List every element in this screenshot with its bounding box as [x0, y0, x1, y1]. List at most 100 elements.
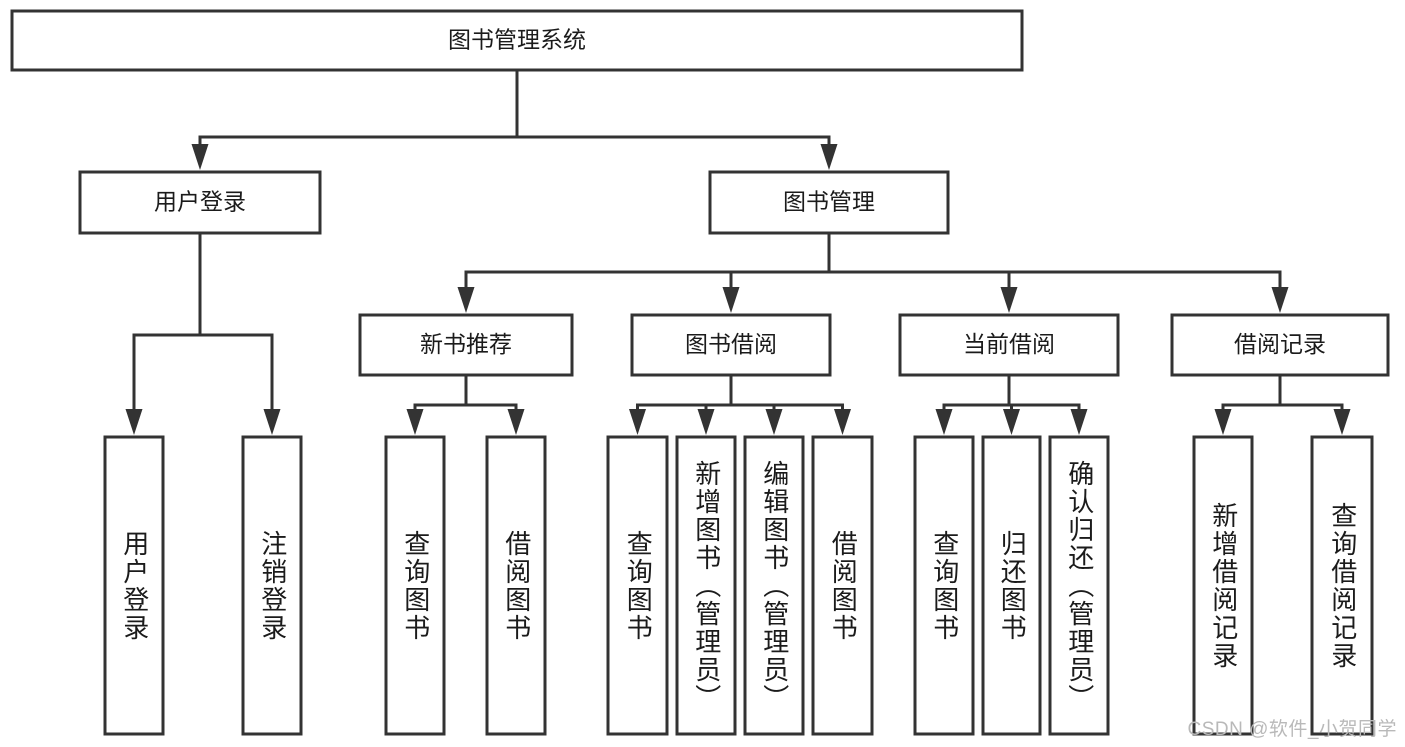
arrow-head-icon: [697, 409, 715, 435]
arrow-head-icon: [629, 409, 646, 435]
node-label-leaf-query-record: 查询借阅记录: [1327, 501, 1358, 670]
node-user-login[interactable]: 用户登录: [78, 170, 322, 235]
node-label-leaf-query-book-3: 查询图书: [929, 529, 960, 642]
node-label-leaf-query-book-1: 查询图书: [400, 529, 431, 642]
node-box-root[interactable]: [10, 9, 1024, 72]
node-label-root: 图书管理系统: [448, 27, 586, 53]
arrow-head-icon: [191, 144, 209, 170]
node-box-book-borrow[interactable]: [630, 313, 832, 377]
arrow-head-icon: [935, 409, 953, 435]
node-label-wrap-leaf-confirm-return: 确认归还（管理员）: [1050, 437, 1108, 734]
node-label-leaf-borrow-book-1: 借阅图书: [501, 529, 532, 642]
connector-edge-recommend-bus: [406, 373, 525, 435]
arrow-head-icon: [1000, 287, 1018, 313]
node-label-leaf-return-book: 归还图书: [997, 529, 1028, 642]
arrow-head-icon: [263, 409, 281, 435]
arrow-head-icon: [457, 287, 475, 313]
node-box-book-manage[interactable]: [708, 170, 950, 235]
connector-edge-borrow-bus: [629, 373, 851, 435]
node-leaf-user-login[interactable]: [103, 435, 165, 736]
node-root[interactable]: 图书管理系统: [10, 9, 1024, 72]
node-leaf-query-book-1[interactable]: [384, 435, 446, 736]
node-label-wrap-leaf-user-login: 用户登录: [105, 437, 163, 734]
node-box-leaf-borrow-book-2[interactable]: [811, 435, 874, 736]
node-box-leaf-query-record[interactable]: [1310, 435, 1374, 736]
connector-edge-book-manage-bus: [457, 231, 1289, 313]
arrow-head-icon: [406, 409, 424, 435]
node-box-leaf-borrow-book-1[interactable]: [485, 435, 547, 736]
arrow-head-icon: [507, 409, 525, 435]
node-label-wrap-leaf-query-record: 查询借阅记录: [1312, 437, 1372, 734]
node-box-borrow-record[interactable]: [1170, 313, 1390, 377]
node-book-manage[interactable]: 图书管理: [708, 170, 950, 235]
connector-edge-current-bus: [935, 373, 1088, 435]
arrow-head-icon: [1003, 409, 1020, 435]
node-leaf-add-book[interactable]: [675, 435, 737, 736]
node-label-wrap-leaf-query-book-1: 查询图书: [386, 437, 444, 734]
node-label-wrap-leaf-borrow-book-2: 借阅图书: [813, 437, 872, 734]
node-box-leaf-add-record[interactable]: [1192, 435, 1254, 736]
node-box-leaf-confirm-return[interactable]: [1048, 435, 1110, 736]
node-label-wrap-leaf-borrow-book-1: 借阅图书: [487, 437, 545, 734]
arrow-head-icon: [722, 287, 740, 313]
node-box-leaf-query-book-3[interactable]: [913, 435, 975, 736]
arrow-head-icon: [125, 409, 143, 435]
node-current-borrow[interactable]: 当前借阅: [898, 313, 1120, 377]
node-borrow-record[interactable]: 借阅记录: [1170, 313, 1390, 377]
node-label-wrap-leaf-logout: 注销登录: [243, 437, 301, 734]
node-box-user-login[interactable]: [78, 170, 322, 235]
node-label-leaf-query-book-2: 查询图书: [623, 529, 654, 642]
node-leaf-edit-book[interactable]: [743, 435, 805, 736]
node-box-leaf-query-book-1[interactable]: [384, 435, 446, 736]
node-leaf-query-book-2[interactable]: [606, 435, 669, 736]
node-leaf-confirm-return[interactable]: [1048, 435, 1110, 736]
arrow-head-icon: [765, 409, 783, 435]
connector-edge-record-bus: [1214, 373, 1351, 435]
node-label-wrap-leaf-query-book-2: 查询图书: [608, 437, 667, 734]
arrow-head-icon: [1333, 409, 1351, 435]
node-label-leaf-borrow-book-2: 借阅图书: [828, 529, 859, 642]
arrow-head-icon: [1070, 409, 1088, 435]
node-box-leaf-logout[interactable]: [241, 435, 303, 736]
node-label-leaf-add-book: 新增图书（管理员）: [691, 459, 722, 712]
node-box-leaf-query-book-2[interactable]: [606, 435, 669, 736]
arrow-head-icon: [834, 409, 851, 435]
node-label-wrap-leaf-edit-book: 编辑图书（管理员）: [745, 437, 803, 734]
node-label-wrap-leaf-add-record: 新增借阅记录: [1194, 437, 1252, 734]
node-label-leaf-user-login: 用户登录: [119, 529, 150, 642]
node-book-borrow[interactable]: 图书借阅: [630, 313, 832, 377]
node-leaf-add-record[interactable]: [1192, 435, 1254, 736]
node-label-borrow-record: 借阅记录: [1234, 331, 1326, 357]
node-box-leaf-edit-book[interactable]: [743, 435, 805, 736]
node-label-leaf-add-record: 新增借阅记录: [1208, 501, 1239, 670]
node-leaf-query-record[interactable]: [1310, 435, 1374, 736]
node-label-leaf-edit-book: 编辑图书（管理员）: [759, 459, 790, 712]
node-box-leaf-user-login[interactable]: [103, 435, 165, 736]
node-box-leaf-return-book[interactable]: [981, 435, 1042, 736]
connector-edge-user-login-bus: [125, 231, 281, 435]
node-new-book-recommend[interactable]: 新书推荐: [358, 313, 574, 377]
node-leaf-borrow-book-2[interactable]: [811, 435, 874, 736]
node-leaf-logout[interactable]: [241, 435, 303, 736]
node-box-new-book-recommend[interactable]: [358, 313, 574, 377]
node-label-book-manage: 图书管理: [783, 189, 875, 215]
node-label-leaf-confirm-return: 确认归还（管理员）: [1064, 459, 1095, 712]
node-box-current-borrow[interactable]: [898, 313, 1120, 377]
node-box-leaf-add-book[interactable]: [675, 435, 737, 736]
node-leaf-query-book-3[interactable]: [913, 435, 975, 736]
node-label-book-borrow: 图书借阅: [685, 331, 777, 357]
node-label-user-login: 用户登录: [154, 189, 246, 215]
node-leaf-return-book[interactable]: [981, 435, 1042, 736]
arrow-head-icon: [820, 144, 838, 170]
arrow-head-icon: [1271, 287, 1289, 313]
arrow-head-icon: [1214, 409, 1232, 435]
node-label-wrap-leaf-query-book-3: 查询图书: [915, 437, 973, 734]
node-label-new-book-recommend: 新书推荐: [420, 331, 512, 357]
node-leaf-borrow-book-1[interactable]: [485, 435, 547, 736]
node-label-wrap-leaf-add-book: 新增图书（管理员）: [677, 437, 735, 734]
node-label-wrap-leaf-return-book: 归还图书: [983, 437, 1040, 734]
node-label-leaf-logout: 注销登录: [257, 529, 288, 642]
node-label-current-borrow: 当前借阅: [963, 331, 1055, 357]
